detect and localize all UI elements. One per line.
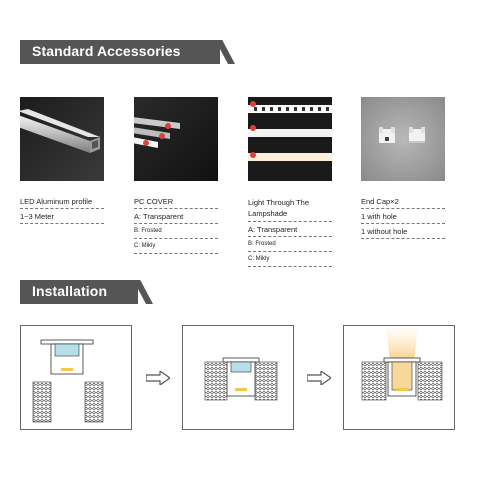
standard-accessories-title: Standard Accessories bbox=[32, 43, 181, 59]
accessory-title: LED Aluminum profile bbox=[20, 197, 104, 209]
installation-step-2 bbox=[182, 325, 294, 430]
installation-step-3 bbox=[343, 325, 455, 430]
pc-cover-image bbox=[134, 97, 218, 181]
arrow-right-icon bbox=[306, 369, 333, 387]
accessory-detail: 1~3 Meter bbox=[20, 212, 104, 224]
accessory-detail-2: 1 without hole bbox=[361, 227, 445, 239]
accessory-option-a: A: Transparent bbox=[248, 225, 332, 237]
accessory-option-c: C: Mikly bbox=[134, 242, 218, 254]
accessory-pc-cover: PC COVER A: Transparent B: Frosted C: Mi… bbox=[134, 197, 218, 257]
accessory-title-line-2: Lampshade bbox=[248, 209, 288, 218]
accessory-title: PC COVER bbox=[134, 197, 218, 209]
accessory-option-c: C: Mikly bbox=[248, 255, 332, 267]
accessory-detail-1: 1 with hole bbox=[361, 212, 445, 224]
banner-bar bbox=[20, 40, 220, 64]
marker-b-icon bbox=[250, 125, 256, 131]
aluminum-profile-image bbox=[20, 97, 104, 181]
installation-title: Installation bbox=[32, 283, 108, 299]
accessory-title-line-1: Light Through The bbox=[248, 198, 310, 207]
accessory-aluminum-profile: LED Aluminum profile 1~3 Meter bbox=[20, 197, 104, 227]
lampshade-light-image bbox=[248, 97, 332, 181]
accessory-title: End Cap×2 bbox=[361, 197, 445, 209]
accessory-title: Light Through The Lampshade bbox=[248, 197, 332, 222]
banner-bar bbox=[20, 280, 138, 304]
accessory-lampshade: Light Through The Lampshade A: Transpare… bbox=[248, 197, 332, 270]
marker-a-icon bbox=[250, 101, 256, 107]
arrow-right-icon bbox=[145, 369, 172, 387]
end-cap-image bbox=[361, 97, 445, 181]
marker-b-icon bbox=[159, 133, 165, 139]
accessory-option-a: A: Transparent bbox=[134, 212, 218, 224]
installation-step-1 bbox=[20, 325, 132, 430]
accessory-option-b: B: Frosted bbox=[134, 227, 218, 239]
accessory-end-cap: End Cap×2 1 with hole 1 without hole bbox=[361, 197, 445, 242]
marker-c-icon bbox=[250, 152, 256, 158]
accessory-option-b: B: Frosted bbox=[248, 240, 332, 252]
marker-a-icon bbox=[165, 123, 171, 129]
marker-c-icon bbox=[143, 140, 149, 146]
